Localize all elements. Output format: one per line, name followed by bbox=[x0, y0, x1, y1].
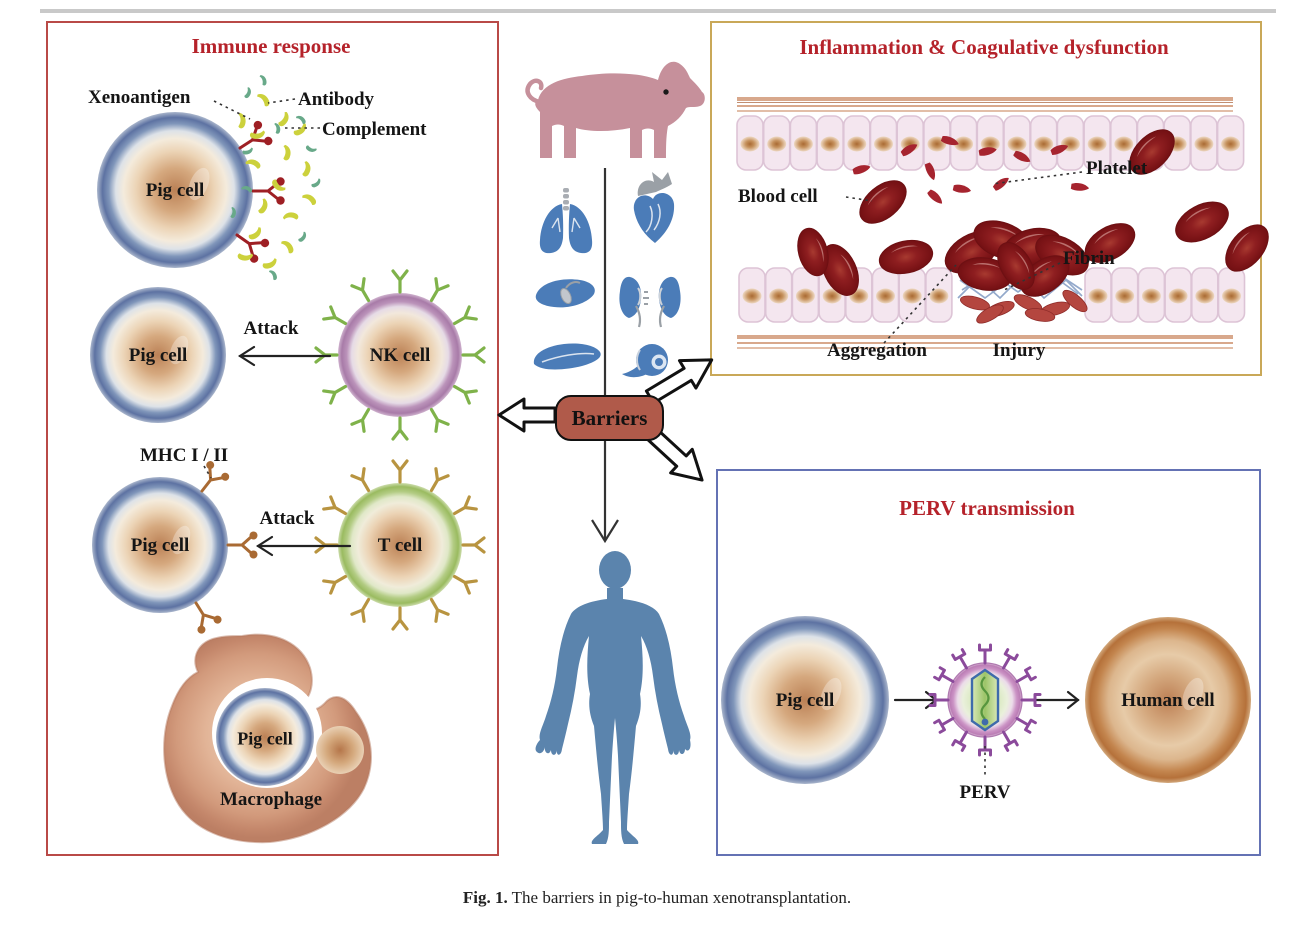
block-arrow-up-right-icon bbox=[644, 358, 714, 405]
nk-cell-label: NK cell bbox=[369, 345, 431, 367]
antibody-label: Antibody bbox=[298, 89, 375, 110]
immune-panel bbox=[46, 21, 499, 856]
heart-icon bbox=[633, 172, 675, 243]
pig-cell-perv-label: Pig cell bbox=[775, 690, 835, 712]
down-arrow-icon bbox=[591, 519, 619, 544]
top-rule bbox=[40, 9, 1276, 13]
perv-transmission-panel bbox=[716, 469, 1261, 856]
kidneys-icon bbox=[619, 276, 681, 328]
fibrin-label: Fibrin bbox=[1063, 248, 1115, 269]
block-arrow-left-icon bbox=[497, 397, 557, 433]
immune-graphics bbox=[90, 74, 486, 844]
inflammation-panel-title: Inflammation & Coagulative dysfunction bbox=[799, 34, 1169, 59]
pig-cell-label-4: Pig cell bbox=[237, 728, 293, 749]
xenoantigen-label: Xenoantigen bbox=[88, 87, 191, 108]
clot-aggregate bbox=[937, 213, 1096, 328]
platelet-label: Platelet bbox=[1086, 158, 1148, 179]
barriers-badge: Barriers bbox=[555, 395, 664, 441]
human-cell-label: Human cell bbox=[1121, 690, 1215, 712]
perv-label: PERV bbox=[959, 782, 1011, 804]
vessel-wall-top bbox=[737, 97, 1233, 112]
aggregation-label: Aggregation bbox=[827, 340, 927, 362]
leader-lines-inflammation bbox=[845, 171, 1083, 344]
immune-panel-title: Immune response bbox=[191, 33, 351, 58]
blood-cell-label: Blood cell bbox=[738, 186, 818, 207]
pig-cell-label-3: Pig cell bbox=[130, 535, 190, 557]
t-cell-label: T cell bbox=[377, 535, 423, 557]
pig-icon bbox=[525, 61, 705, 159]
injury-label: Injury bbox=[992, 340, 1046, 362]
complement-label: Complement bbox=[322, 119, 427, 140]
liver-icon bbox=[535, 279, 595, 308]
leader-lines-immune bbox=[203, 98, 320, 479]
macrophage-label: Macrophage bbox=[219, 789, 323, 811]
caption-text: The barriers in pig-to-human xenotranspl… bbox=[507, 888, 852, 907]
perv-panel-title: PERV transmission bbox=[899, 495, 1075, 520]
block-arrow-down-right-icon bbox=[645, 427, 704, 482]
mhc-label: MHC I / II bbox=[140, 445, 229, 466]
pancreas-icon bbox=[533, 343, 601, 370]
figure-caption: Fig. 1. The barriers in pig-to-human xen… bbox=[0, 888, 1314, 908]
pig-cell-perv bbox=[721, 616, 889, 784]
attack-label-t: Attack bbox=[259, 508, 315, 530]
pig-cell-label-1: Pig cell bbox=[145, 180, 205, 202]
human-cell bbox=[1085, 617, 1251, 783]
attack-arrow-nk bbox=[237, 345, 332, 367]
perv-virus-icon bbox=[928, 643, 1042, 757]
center-graphics bbox=[497, 61, 714, 844]
perv-graphics bbox=[721, 616, 1251, 784]
vessel-wall-bottom bbox=[737, 335, 1233, 349]
pig-cell-label-2: Pig cell bbox=[128, 345, 188, 367]
barriers-label: Barriers bbox=[571, 405, 648, 430]
inflammation-graphics bbox=[736, 97, 1278, 349]
caption-fig-label: Fig. 1. bbox=[462, 888, 508, 907]
lungs-icon bbox=[539, 188, 593, 254]
attack-arrow-t bbox=[255, 535, 352, 557]
eye-icon bbox=[622, 344, 668, 378]
inflammation-panel bbox=[710, 21, 1262, 376]
attack-label-nk: Attack bbox=[243, 318, 299, 340]
macrophage-icon bbox=[163, 633, 372, 844]
human-icon bbox=[535, 551, 691, 844]
